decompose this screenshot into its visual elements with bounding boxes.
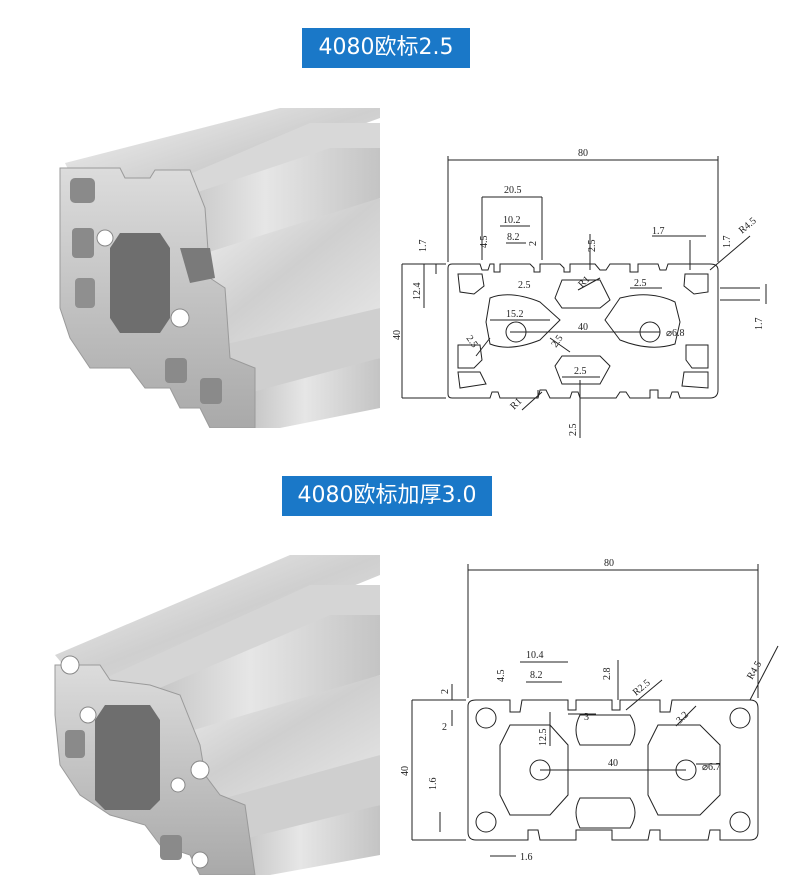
dim-corner-r: R4.5 — [737, 216, 759, 237]
dim-diag-1: 2.5 — [464, 333, 480, 350]
dim-lip-b: 2 — [528, 241, 539, 246]
dim-pitch: 40 — [578, 322, 588, 333]
dim-slot-mid: 10.4 — [526, 650, 544, 661]
profile-4080-photo — [59, 108, 380, 428]
profile-4080-heavy-drawing: 80 10.4 8.2 4.5 2.8 R2.5 R4.5 2 2 12.5 3… — [400, 558, 779, 863]
dim-radius-top: R2.5 — [631, 678, 653, 699]
dim-bottom-rib: 2.5 — [574, 366, 587, 377]
dim-slot-mid: 10.2 — [503, 215, 521, 226]
dim-hole: ⌀6.7 — [702, 762, 721, 773]
dim-slot-depth: 12.5 — [538, 729, 549, 747]
dim-top-wall: 2.8 — [602, 668, 613, 681]
dim-height: 40 — [392, 330, 403, 340]
dim-right-wall: 1.7 — [754, 318, 765, 331]
dim-right-top-wall: 1.7 — [722, 236, 733, 249]
dim-top-wall: 2.5 — [587, 240, 598, 253]
profile-4080-drawing: 80 20.5 10.2 8.2 1.7 4.5 2 2.5 R4.5 1.7 … — [392, 148, 767, 438]
dim-bottom-wall: 2.5 — [568, 424, 579, 437]
dim-wall-c: 1.7 — [652, 226, 665, 237]
dim-rib: 2.5 — [634, 278, 647, 289]
dim-lip-depth: 4.5 — [479, 236, 490, 249]
dim-height: 40 — [400, 766, 411, 776]
profile-4080-heavy-photo — [54, 555, 380, 875]
dim-lip-depth: 4.5 — [496, 670, 507, 683]
profile-4080-title: 4080欧标2.5 — [302, 28, 470, 68]
dim-slot-inner: 8.2 — [530, 670, 543, 681]
dim-bottom-wall: 1.6 — [520, 852, 533, 863]
dim-radius-1: R1 — [576, 274, 592, 290]
dim-side-wall: 1.6 — [428, 778, 439, 791]
dim-pitch: 40 — [608, 758, 618, 769]
dim-slot-depth: 12.4 — [412, 283, 423, 301]
profile-4080-heavy-title: 4080欧标加厚3.0 — [282, 476, 492, 516]
dim-core-width: 15.2 — [506, 309, 524, 320]
dim-width: 80 — [604, 558, 614, 569]
dim-slot-center-rib: 2.5 — [518, 280, 531, 291]
dim-width: 80 — [578, 148, 588, 159]
dim-hole: ⌀6.8 — [666, 328, 685, 339]
dim-slot-outer: 20.5 — [504, 185, 522, 196]
dim-rib-a: 3 — [584, 712, 589, 723]
dim-wall-b: 2 — [442, 722, 447, 733]
dim-diag: 3.2 — [674, 710, 691, 727]
dim-wall-a: 1.7 — [418, 240, 429, 253]
dim-slot-inner: 8.2 — [507, 232, 520, 243]
dim-wall-a: 2 — [440, 689, 451, 694]
